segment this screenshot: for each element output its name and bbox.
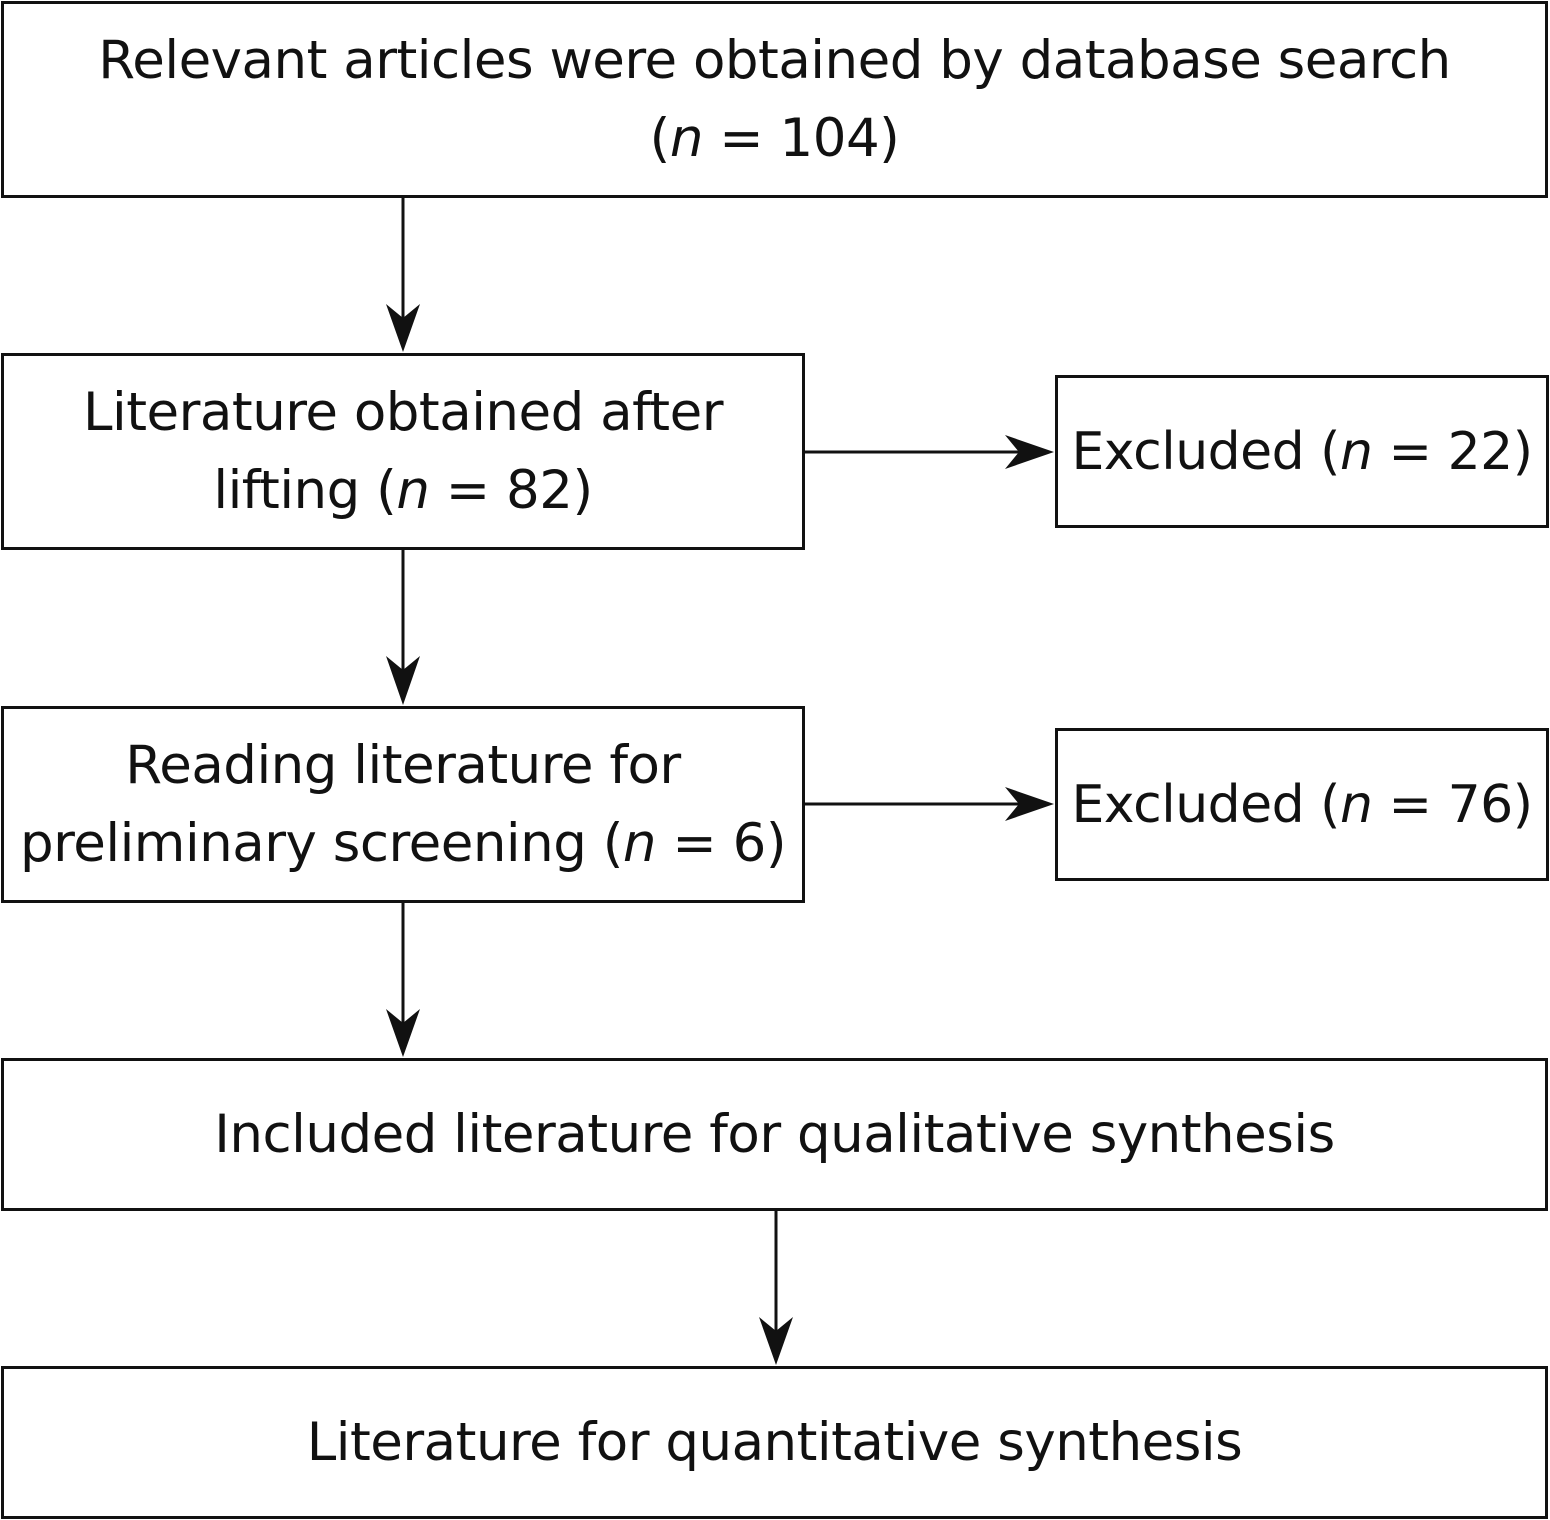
n-symbol: n <box>1339 421 1373 482</box>
n-symbol: n <box>1339 774 1373 835</box>
arrow-screening-to-qualitative <box>386 903 420 1057</box>
count-prefix: ( <box>649 107 671 169</box>
node-qualitative-synthesis: Included literature for qualitative synt… <box>1 1058 1548 1211</box>
node-qualitative-synthesis-label: Included literature for qualitative synt… <box>214 1103 1335 1165</box>
node-excluded-1-text: Excluded (n = 22) <box>1071 413 1533 491</box>
node-screening-line2: preliminary screening (n = 6) <box>19 805 787 883</box>
node-excluded-2: Excluded (n = 76) <box>1055 728 1549 881</box>
node-database-search: Relevant articles were obtained by datab… <box>1 1 1548 198</box>
node-lifting-text: Literature obtained after lifting (n = 8… <box>83 374 724 530</box>
count-prefix: preliminary screening ( <box>19 812 623 874</box>
node-quantitative-synthesis-label: Literature for quantitative synthesis <box>306 1411 1243 1473</box>
node-screening-line1: Reading literature for <box>125 734 681 796</box>
node-lifting: Literature obtained after lifting (n = 8… <box>1 353 805 550</box>
count-value: = 6) <box>656 812 786 874</box>
count-value: = 22) <box>1372 421 1533 482</box>
node-database-search-line1: Relevant articles were obtained by datab… <box>98 29 1451 91</box>
arrow-qualitative-to-quantitative <box>759 1211 793 1365</box>
node-excluded-1: Excluded (n = 22) <box>1055 375 1549 528</box>
n-symbol: n <box>669 107 704 169</box>
node-database-search-line2: (n = 104) <box>98 100 1450 178</box>
n-symbol: n <box>622 812 657 874</box>
count-value: = 76) <box>1372 774 1533 835</box>
node-lifting-line1: Literature obtained after <box>83 381 724 443</box>
node-excluded-2-text: Excluded (n = 76) <box>1071 766 1533 844</box>
count-prefix: lifting ( <box>213 459 397 521</box>
node-lifting-line2: lifting (n = 82) <box>83 452 723 530</box>
node-screening-text: Reading literature for preliminary scree… <box>19 727 787 883</box>
node-screening: Reading literature for preliminary scree… <box>1 706 805 903</box>
count-value: = 82) <box>429 459 593 521</box>
arrow-lifting-to-excluded-1 <box>805 435 1054 469</box>
count-value: = 104) <box>702 107 900 169</box>
count-prefix: Excluded ( <box>1071 774 1340 835</box>
count-prefix: Excluded ( <box>1071 421 1340 482</box>
arrow-lifting-to-screening <box>386 550 420 705</box>
node-database-search-text: Relevant articles were obtained by datab… <box>98 22 1451 178</box>
node-quantitative-synthesis: Literature for quantitative synthesis <box>1 1366 1548 1519</box>
arrow-screening-to-excluded-2 <box>805 787 1054 821</box>
n-symbol: n <box>396 459 430 521</box>
arrow-search-to-lifting <box>386 198 420 352</box>
